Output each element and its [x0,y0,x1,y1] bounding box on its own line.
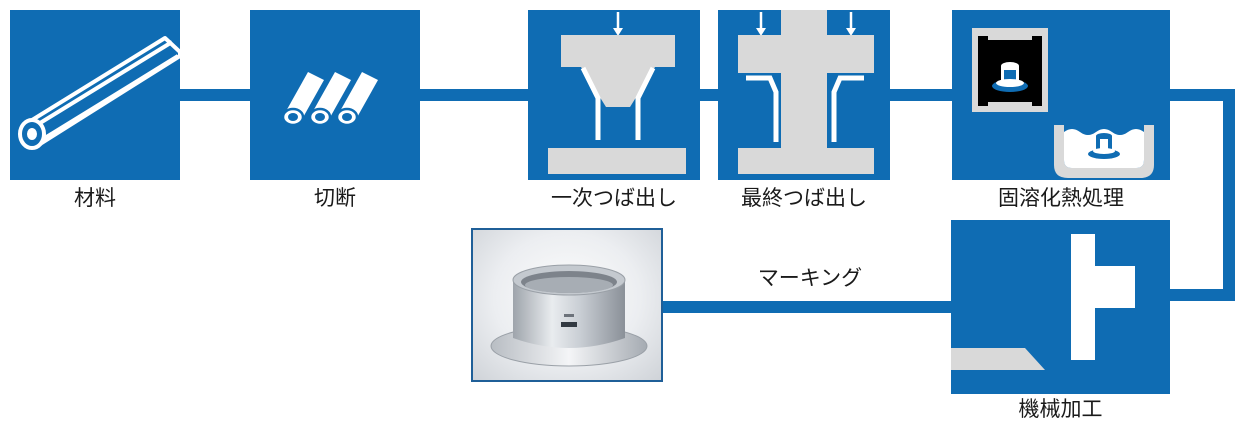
connector-line [890,89,952,101]
step-label-final-flare: 最終つば出し [741,186,867,210]
step-label-material: 材料 [74,186,116,210]
material-step-box [10,10,180,180]
connector-line [1223,89,1235,301]
flaring-die-icon [548,12,686,174]
first-flare-step-box [528,10,700,180]
machining-step-box [951,220,1170,394]
step-label-cutting: 切断 [314,186,356,210]
connector-line [180,89,250,101]
stub-end-photo [471,228,663,382]
lathe-tool-icon [951,234,1135,370]
step-label-first-flare: 一次つば出し [551,186,677,210]
solution-treatment-step-box [952,10,1170,180]
marking-label: マーキング [757,266,863,290]
connector-line [420,89,528,101]
heat-treatment-icon [972,28,1154,178]
final-flaring-die-icon [738,10,874,174]
final-flare-step-box [718,10,890,180]
pipe-icon [18,36,180,150]
connector-line [1170,89,1235,101]
cut-pipes-icon [281,72,378,127]
connector-line [700,89,718,101]
step-label-machining: 機械加工 [1018,397,1103,421]
cutting-step-box [250,10,420,180]
step-label-solution-treatment: 固溶化熱処理 [998,186,1124,210]
connector-line [663,301,951,313]
connector-line [1170,289,1235,301]
